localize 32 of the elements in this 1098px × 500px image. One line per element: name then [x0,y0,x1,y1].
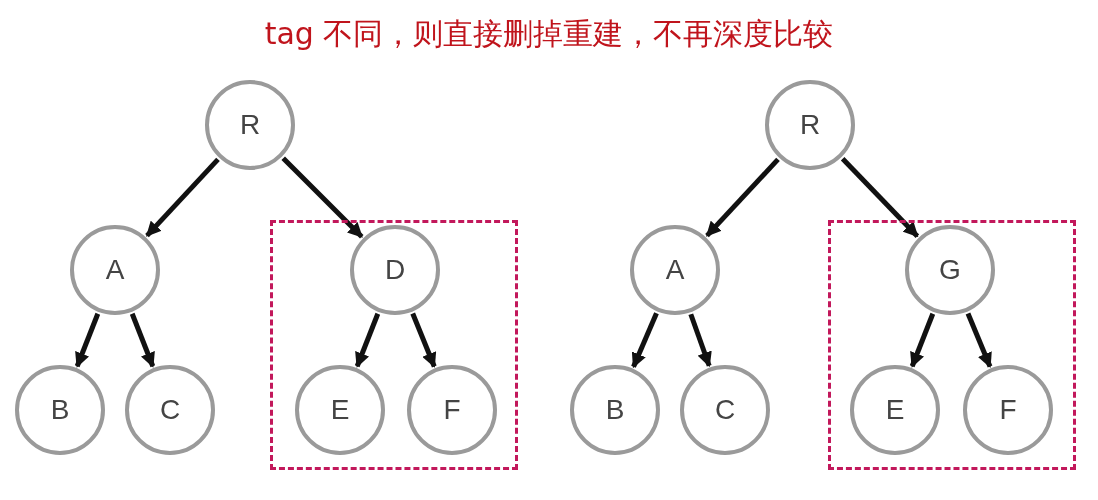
arrow [909,312,936,368]
node-label: G [939,254,961,286]
node-label: R [239,109,261,141]
node-label: C [714,394,736,426]
node-label: A [665,254,685,286]
arrow [705,157,780,238]
node-label: F [999,394,1017,426]
node-label: A [105,254,125,286]
node-label: E [330,394,350,426]
node-label: C [159,394,181,426]
node-label: F [443,394,461,426]
tree-node-circle [630,225,720,315]
arrow [631,312,659,369]
node-label: R [799,109,821,141]
node-label: E [885,394,905,426]
arrow [281,156,364,239]
arrow [129,312,156,368]
arrow [410,312,437,368]
arrow [688,313,712,368]
dashed-frame [270,220,518,470]
arrow [965,312,993,368]
arrow [840,157,920,238]
diagram-title: tag 不同，则直接删掉重建，不再深度比较 [263,15,835,53]
node-label: D [384,254,406,286]
node-label: B [50,394,70,426]
arrow [145,157,220,238]
tree-node-circle [350,225,440,315]
dashed-frame [828,220,1076,470]
arrow [354,312,381,368]
tree-node-circle [905,225,995,315]
arrow [74,312,101,368]
node-label: B [605,394,625,426]
